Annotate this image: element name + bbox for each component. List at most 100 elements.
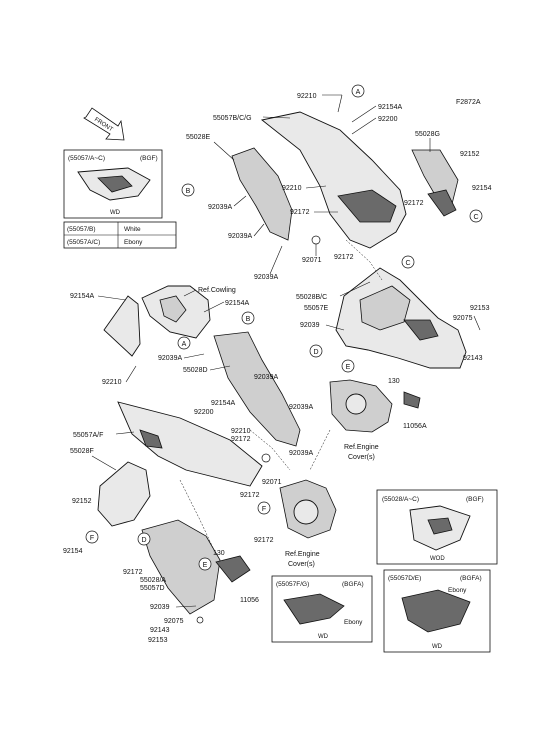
upper-cowl-parts [231,111,459,249]
color-table: (55057/B) White (55057A/C) Ebony [63,221,177,249]
ref-engine-cover-2b: Cover(s) [288,561,315,568]
callout-92172-b2: 92172 [254,537,274,544]
ref-circle-a-top: A [356,89,361,96]
ref-circle-e-mid: E [346,364,351,371]
inset-55028-caption: WOD [430,556,445,562]
callout-92152-l: 92152 [72,498,92,505]
main-side-cowl [117,331,301,487]
ref-circle-f-mid: F [262,506,266,513]
callout-92039A-3: 92039A [254,274,278,281]
callout-92210-mid: 92210 [282,185,302,192]
callout-92154A-l: 92154A [70,293,94,300]
inset-55057DE-color: Ebony [448,587,467,594]
callout-55057D: 55057D [140,585,165,592]
ref-circle-a-mid: A [182,341,187,348]
callout-11056A: 11056A [403,423,427,430]
callout-55028D: 55028D [183,367,208,374]
ref-engine-cover-1b: Cover(s) [348,454,375,461]
callout-92071-top: 92071 [302,257,322,264]
inset-55057FG-code: (55057F/G) [276,581,309,588]
inset-55028-code: (55028/A~C) [382,496,419,503]
callout-55028A: 55028/A [140,577,166,584]
callout-92172-m2: 92172 [240,492,260,499]
callout-55028E: 55028E [186,134,210,141]
callout-92210-l: 92210 [102,379,122,386]
ref-circle-c-mid: C [405,260,410,267]
callout-92039-b: 92039 [150,604,170,611]
right-side-cowl [335,267,467,369]
callout-92154A-l2: 92154A [225,300,249,307]
inset-55057FG-caption: WD [318,634,329,640]
lower-left-parts [97,461,221,615]
inset-55057FG: (55057F/G) (BGFA) Ebony WD [271,575,373,643]
callout-92039A-1: 92039A [208,204,232,211]
callout-55028F: 55028F [70,448,94,455]
callout-55028BC: 55028B/C [296,294,327,301]
figure-code: F2872A [456,99,481,106]
callout-92154A-m: 92154A [211,400,235,407]
ref-engine-cover-1: Ref.Engine [344,444,379,451]
engine-cover-lower [215,479,337,583]
callout-92039-r: 92039 [300,322,320,329]
callout-92172-top2: 92172 [404,200,424,207]
inset-55028: (55028/A~C) (BGF) WOD [376,489,498,565]
inset-55057FG-color: Ebony [344,619,363,626]
callout-92143-b: 92143 [150,627,170,634]
inset-tl-code: (55057/A~C) [68,155,105,162]
callout-92172-m: 92172 [231,436,251,443]
callout-55057E: 55057E [304,305,328,312]
callout-11056: 11056 [240,597,259,604]
callout-92152-r: 92152 [460,151,480,158]
color-row-2-code: (55057A/C) [67,239,100,246]
inset-tl-caption: WD [110,210,121,216]
ref-circle-d-mid: D [313,349,318,356]
callout-92210-top: 92210 [297,93,317,100]
callout-92172-top3: 92172 [334,254,354,261]
callout-55028G: 55028G [415,131,440,138]
inset-55057FG-variant: (BGFA) [342,581,364,588]
inset-tl-variant: (BGF) [140,155,158,162]
callout-130-r: 130 [388,378,400,385]
callout-92154-l: 92154 [63,548,83,555]
callout-92039A-4: 92039A [158,355,182,362]
callout-92154A-top: 92154A [378,104,402,111]
inset-55057DE-code: (55057D/E) [388,575,421,582]
ref-circle-f-left: F [90,535,94,542]
inset-55057DE-caption: WD [432,644,443,650]
callout-92143-r: 92143 [463,355,483,362]
callout-92039A-7: 92039A [289,450,313,457]
ref-circle-d-low: D [141,537,146,544]
callout-92071-m: 92071 [262,479,282,486]
callout-130-b: 130 [213,550,225,557]
callout-92039A-2: 92039A [228,233,252,240]
color-row-2-color: Ebony [124,239,143,246]
callout-92075-r: 92075 [453,315,473,322]
callout-92154-r: 92154 [472,185,492,192]
engine-cover-right [329,379,421,433]
callout-92172-top1: 92172 [290,209,310,216]
mid-left-parts [103,285,211,357]
ref-circle-b-top: B [186,188,191,195]
callout-92200-m: 92200 [194,409,214,416]
callout-92172-b: 92172 [123,569,143,576]
callout-55057AF: 55057A/F [73,432,103,439]
ref-circle-e-low: E [203,562,208,569]
callout-92200-top: 92200 [378,116,398,123]
inset-top-left: (55057/A~C) (BGF) WD [63,149,163,219]
callout-92153-r: 92153 [470,305,490,312]
ref-cowling: Ref.Cowling [198,287,236,294]
callout-92039A-6: 92039A [289,404,313,411]
ref-circle-c-top: C [473,214,478,221]
front-arrow-icon: FRONT [83,107,125,141]
callout-92039A-5: 92039A [254,374,278,381]
inset-55057DE: (55057D/E) (BGFA) Ebony WD [383,569,491,653]
callout-92075-b: 92075 [164,618,184,625]
inset-55057DE-variant: (BGFA) [460,575,482,582]
color-row-1-code: (55057/B) [67,226,96,233]
callout-92210-m2: 92210 [231,428,251,435]
ref-circle-b-mid: B [246,316,251,323]
color-row-1-color: White [124,226,141,233]
callout-92153-b: 92153 [148,637,168,644]
ref-engine-cover-2: Ref.Engine [285,551,320,558]
